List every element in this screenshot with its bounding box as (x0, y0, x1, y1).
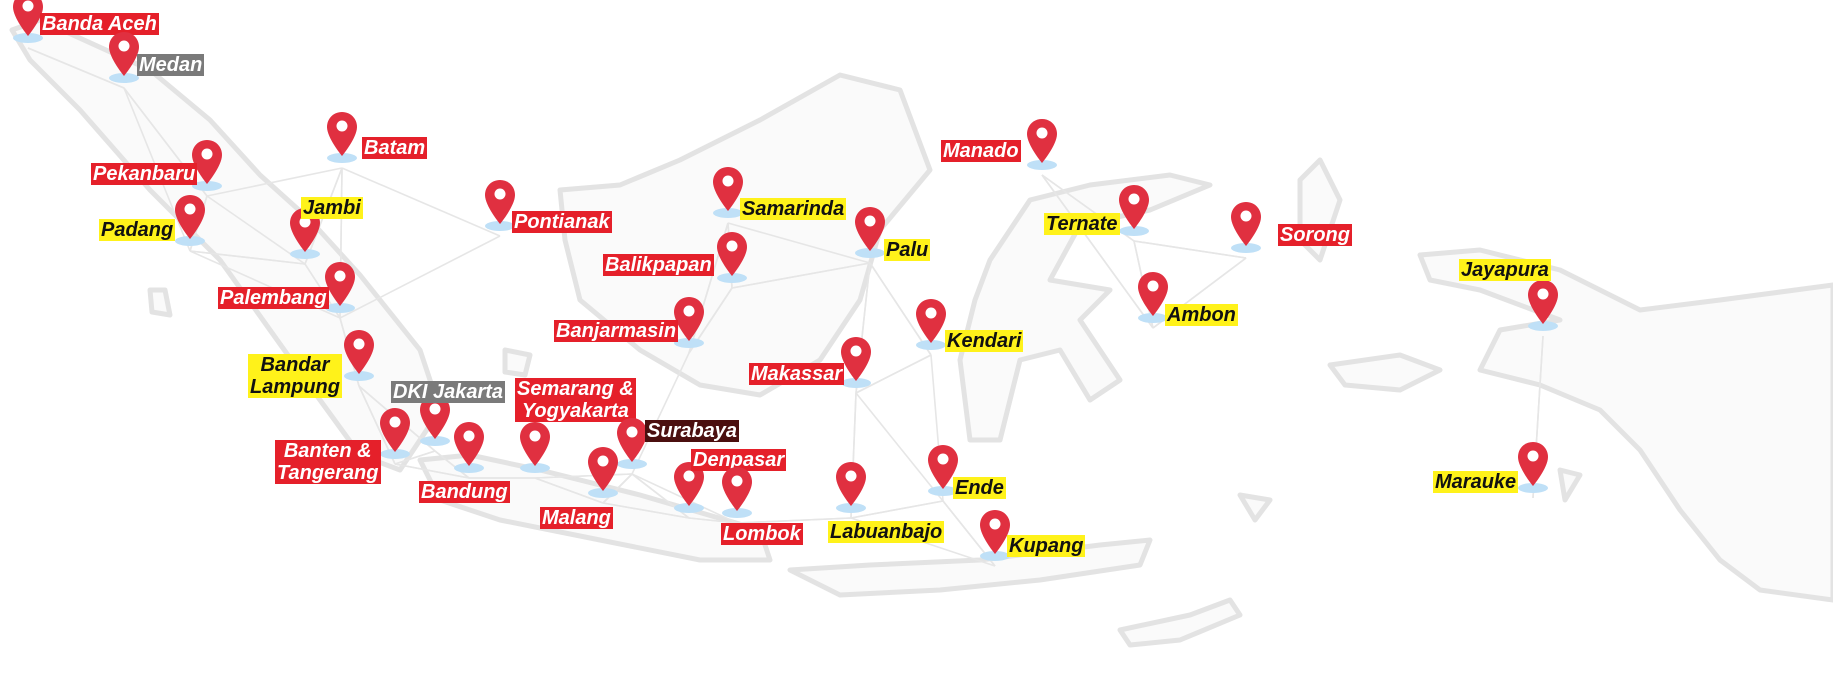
location-label-denpasar: Denpasar (691, 449, 787, 471)
location-label-semarang-yogyakarta: Semarang & Yogyakarta (515, 378, 636, 422)
map-pin-icon[interactable] (1526, 278, 1560, 332)
location-label-jayapura: Jayapura (1459, 259, 1551, 281)
location-label-balikpapan: Balikpapan (603, 254, 714, 276)
map-pin-icon[interactable] (11, 0, 45, 44)
map-pin-icon[interactable] (288, 206, 322, 260)
map-pin-icon[interactable] (342, 328, 376, 382)
mesh-line (688, 517, 738, 524)
mesh-line (189, 250, 306, 265)
mesh-line (339, 235, 501, 319)
mesh-line (602, 502, 690, 519)
island-nusa-tenggara (787, 537, 1153, 598)
map-pin-icon[interactable] (1117, 183, 1151, 237)
island-small-2 (1237, 492, 1273, 523)
location-label-lombok: Lombok (721, 523, 803, 545)
island-small-1 (502, 347, 533, 378)
location-label-pekanbaru: Pekanbaru (91, 163, 198, 185)
mesh-line (434, 450, 470, 479)
map-pin-icon[interactable] (1229, 200, 1263, 254)
location-label-marauke: Marauke (1433, 471, 1519, 493)
mesh-line (206, 195, 306, 265)
mesh-line (27, 47, 125, 89)
location-label-dki-jakarta: DKI Jakarta (391, 381, 506, 403)
location-label-sorong: Sorong (1278, 224, 1352, 246)
location-label-ternate: Ternate (1044, 213, 1120, 235)
map-pin-icon[interactable] (914, 297, 948, 351)
map-pin-icon[interactable] (711, 165, 745, 219)
mesh-line (855, 354, 932, 394)
mesh-line (736, 517, 852, 524)
location-label-palembang: Palembang (218, 287, 329, 309)
location-label-labuanbajo: Labuanbajo (828, 521, 945, 543)
map-pin-icon[interactable] (190, 138, 224, 192)
location-label-banjarmasin: Banjarmasin (554, 320, 679, 342)
mesh-line (602, 473, 633, 504)
map-pin-icon[interactable] (839, 335, 873, 389)
mesh-line (534, 473, 633, 479)
location-label-malang: Malang (540, 507, 613, 529)
island-sumatra (9, 17, 443, 473)
mesh-line (731, 262, 871, 289)
location-label-ambon: Ambon (1165, 304, 1238, 326)
location-label-palu: Palu (884, 239, 931, 261)
map-pin-icon[interactable] (325, 110, 359, 164)
map-pin-icon[interactable] (173, 193, 207, 247)
map-pin-icon[interactable] (483, 178, 517, 232)
mesh-line (206, 167, 343, 197)
location-label-kupang: Kupang (1007, 535, 1086, 557)
location-label-pontianak: Pontianak (512, 211, 612, 233)
location-label-makassar: Makassar (749, 363, 845, 385)
location-label-manado: Manado (941, 140, 1021, 162)
location-label-ende: Ende (953, 477, 1006, 499)
map-pin-icon[interactable] (978, 508, 1012, 562)
mesh-line (341, 167, 501, 237)
map-pin-icon[interactable] (615, 416, 649, 470)
location-label-banda-aceh: Banda Aceh (40, 13, 159, 35)
location-label-medan: Medan (137, 54, 205, 76)
map-pin-icon[interactable] (418, 393, 452, 447)
map-pin-icon[interactable] (926, 443, 960, 497)
map-pin-icon[interactable] (518, 420, 552, 474)
mesh-line (394, 463, 470, 479)
map-pin-icon[interactable] (1516, 440, 1550, 494)
island-small-3 (1557, 467, 1583, 503)
map-pin-icon[interactable] (1025, 117, 1059, 171)
location-label-samarinda: Samarinda (740, 198, 847, 220)
mesh-line (1133, 240, 1247, 259)
mesh-line (534, 477, 604, 504)
location-label-banten-tangerang: Banten & Tangerang (275, 440, 381, 484)
map-pin-icon[interactable] (672, 295, 706, 349)
location-label-bandung: Bandung (419, 481, 510, 503)
mesh-line (1041, 174, 1154, 329)
location-label-bandar-lampung: Bandar Lampung (248, 354, 342, 398)
map-pin-icon[interactable] (107, 30, 141, 84)
map-pin-icon[interactable] (720, 465, 754, 519)
map-pin-icon[interactable] (452, 420, 486, 474)
island-small-4 (147, 287, 173, 318)
mesh-line (850, 500, 944, 519)
island-sulawesi (957, 172, 1213, 443)
island-seram (1327, 352, 1443, 393)
mesh-line (869, 262, 932, 356)
map-pin-icon[interactable] (378, 406, 412, 460)
map-pin-icon[interactable] (853, 205, 887, 259)
map-pin-icon[interactable] (715, 230, 749, 284)
location-label-surabaya: Surabaya (645, 420, 740, 442)
map-pin-icon[interactable] (323, 260, 357, 314)
location-label-kendari: Kendari (945, 330, 1024, 352)
map-pin-icon[interactable] (834, 460, 868, 514)
mesh-line (631, 352, 690, 475)
map-pin-icon[interactable] (672, 460, 706, 514)
mesh-line (855, 392, 944, 502)
location-label-padang: Padang (99, 219, 176, 241)
island-timor (1117, 597, 1243, 648)
mesh-line (394, 450, 436, 465)
map-pin-icon[interactable] (586, 445, 620, 499)
location-label-batam: Batam (362, 137, 428, 159)
island-papua (1417, 247, 1833, 603)
map-pin-icon[interactable] (1136, 270, 1170, 324)
location-label-jambi: Jambi (301, 197, 363, 219)
mesh-line (727, 222, 871, 264)
